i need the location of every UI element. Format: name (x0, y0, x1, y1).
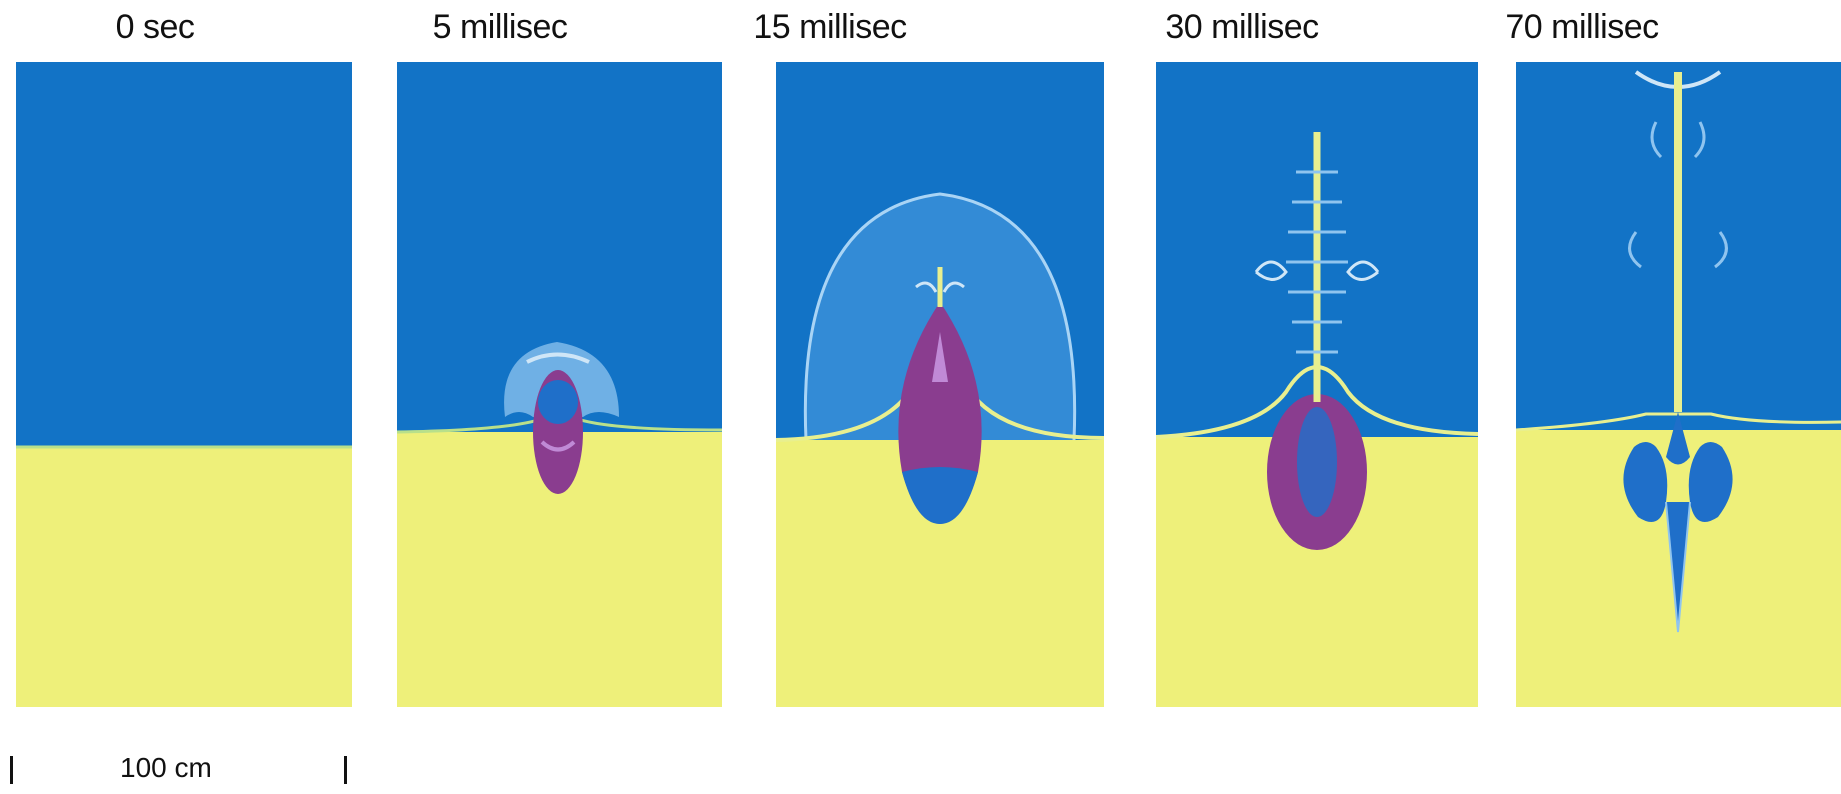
frame-label-4: 70 millisec (1442, 10, 1722, 44)
frame-label-3: 30 millisec (1112, 10, 1372, 44)
scale-bar: 100 cm (10, 752, 370, 792)
scale-bar-label: 100 cm (120, 752, 212, 784)
frame-label-1: 5 millisec (380, 10, 620, 44)
scale-bar-left-tick (10, 756, 13, 784)
frame-label-2: 15 millisec (700, 10, 960, 44)
simulation-panel-3 (1156, 62, 1478, 707)
simulation-panel-1 (397, 62, 722, 707)
simulation-panel-4 (1516, 62, 1841, 707)
simulation-panel-2 (776, 62, 1104, 707)
simulation-panel-0 (16, 62, 352, 707)
frame-label-0: 0 sec (60, 10, 250, 44)
scale-bar-right-tick (344, 756, 347, 784)
